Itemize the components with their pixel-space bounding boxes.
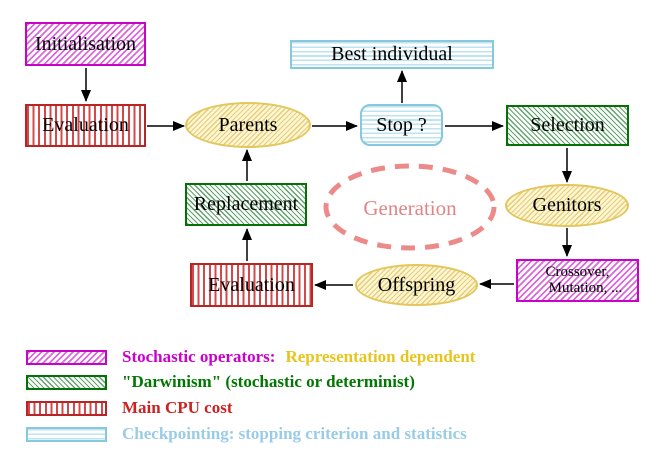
node-selection: Selection bbox=[506, 105, 629, 146]
legend-text: Stochastic operators: Representation depe… bbox=[122, 347, 475, 367]
node-stop-label: Stop ? bbox=[376, 113, 427, 136]
node-initialisation: Initialisation bbox=[25, 22, 146, 66]
legend-main-cpu-cost-text: Main CPU cost bbox=[122, 398, 233, 417]
node-crossover-mutation: Crossover, Mutation, ... bbox=[516, 259, 639, 302]
node-genitors: Genitors bbox=[505, 184, 629, 227]
legend-swatch-cyan-stripes bbox=[26, 426, 107, 442]
node-best-individual: Best individual bbox=[290, 40, 494, 69]
node-offspring: Offspring bbox=[355, 264, 478, 306]
node-evaluation-top-label: Evaluation bbox=[42, 114, 129, 136]
node-evaluation-bottom-label: Evaluation bbox=[208, 273, 295, 296]
node-stop: Stop ? bbox=[360, 104, 443, 146]
node-initialisation-label: Initialisation bbox=[34, 32, 137, 55]
node-best-individual-label: Best individual bbox=[331, 43, 453, 65]
node-offspring-label: Offspring bbox=[377, 273, 456, 296]
node-crossover-line2: Mutation, ... bbox=[548, 279, 623, 296]
legend-text: "Darwinism" (stochastic or determinist) bbox=[122, 372, 415, 392]
legend-item-checkpointing: Checkpointing: stopping criterion and st… bbox=[26, 424, 467, 444]
legend-representation-dependent-text: Representation dependent bbox=[285, 347, 476, 366]
node-evaluation-top: Evaluation bbox=[25, 104, 146, 147]
legend-swatch-red-stripes bbox=[26, 400, 107, 416]
node-replacement: Replacement bbox=[185, 183, 307, 226]
legend-item-main-cpu-cost: Main CPU cost bbox=[26, 398, 232, 418]
legend-swatch-magenta-hatch bbox=[26, 349, 107, 365]
legend-text: Checkpointing: stopping criterion and st… bbox=[122, 424, 467, 444]
node-replacement-label: Replacement bbox=[193, 193, 299, 215]
node-parents: Parents bbox=[185, 102, 311, 148]
node-crossover-line1: Crossover, bbox=[545, 263, 610, 280]
legend-checkpointing-text: Checkpointing: stopping criterion and st… bbox=[122, 424, 467, 443]
generation-label: Generation bbox=[363, 196, 457, 220]
legend-text: Main CPU cost bbox=[122, 398, 232, 418]
legend-item-darwinism: "Darwinism" (stochastic or determinist) bbox=[26, 372, 415, 392]
node-genitors-label: Genitors bbox=[532, 194, 602, 216]
legend-darwinism-text: "Darwinism" (stochastic or determinist) bbox=[122, 372, 415, 391]
node-evaluation-bottom: Evaluation bbox=[190, 263, 313, 307]
node-selection-label: Selection bbox=[530, 114, 605, 136]
legend-item-stochastic-operators: Stochastic operators: Representation depe… bbox=[26, 347, 475, 367]
generation-loop-ellipse bbox=[323, 163, 497, 251]
legend-swatch-green-hatch bbox=[26, 374, 107, 390]
legend-stochastic-operators-text: Stochastic operators: bbox=[122, 347, 276, 366]
node-parents-label: Parents bbox=[218, 113, 278, 136]
